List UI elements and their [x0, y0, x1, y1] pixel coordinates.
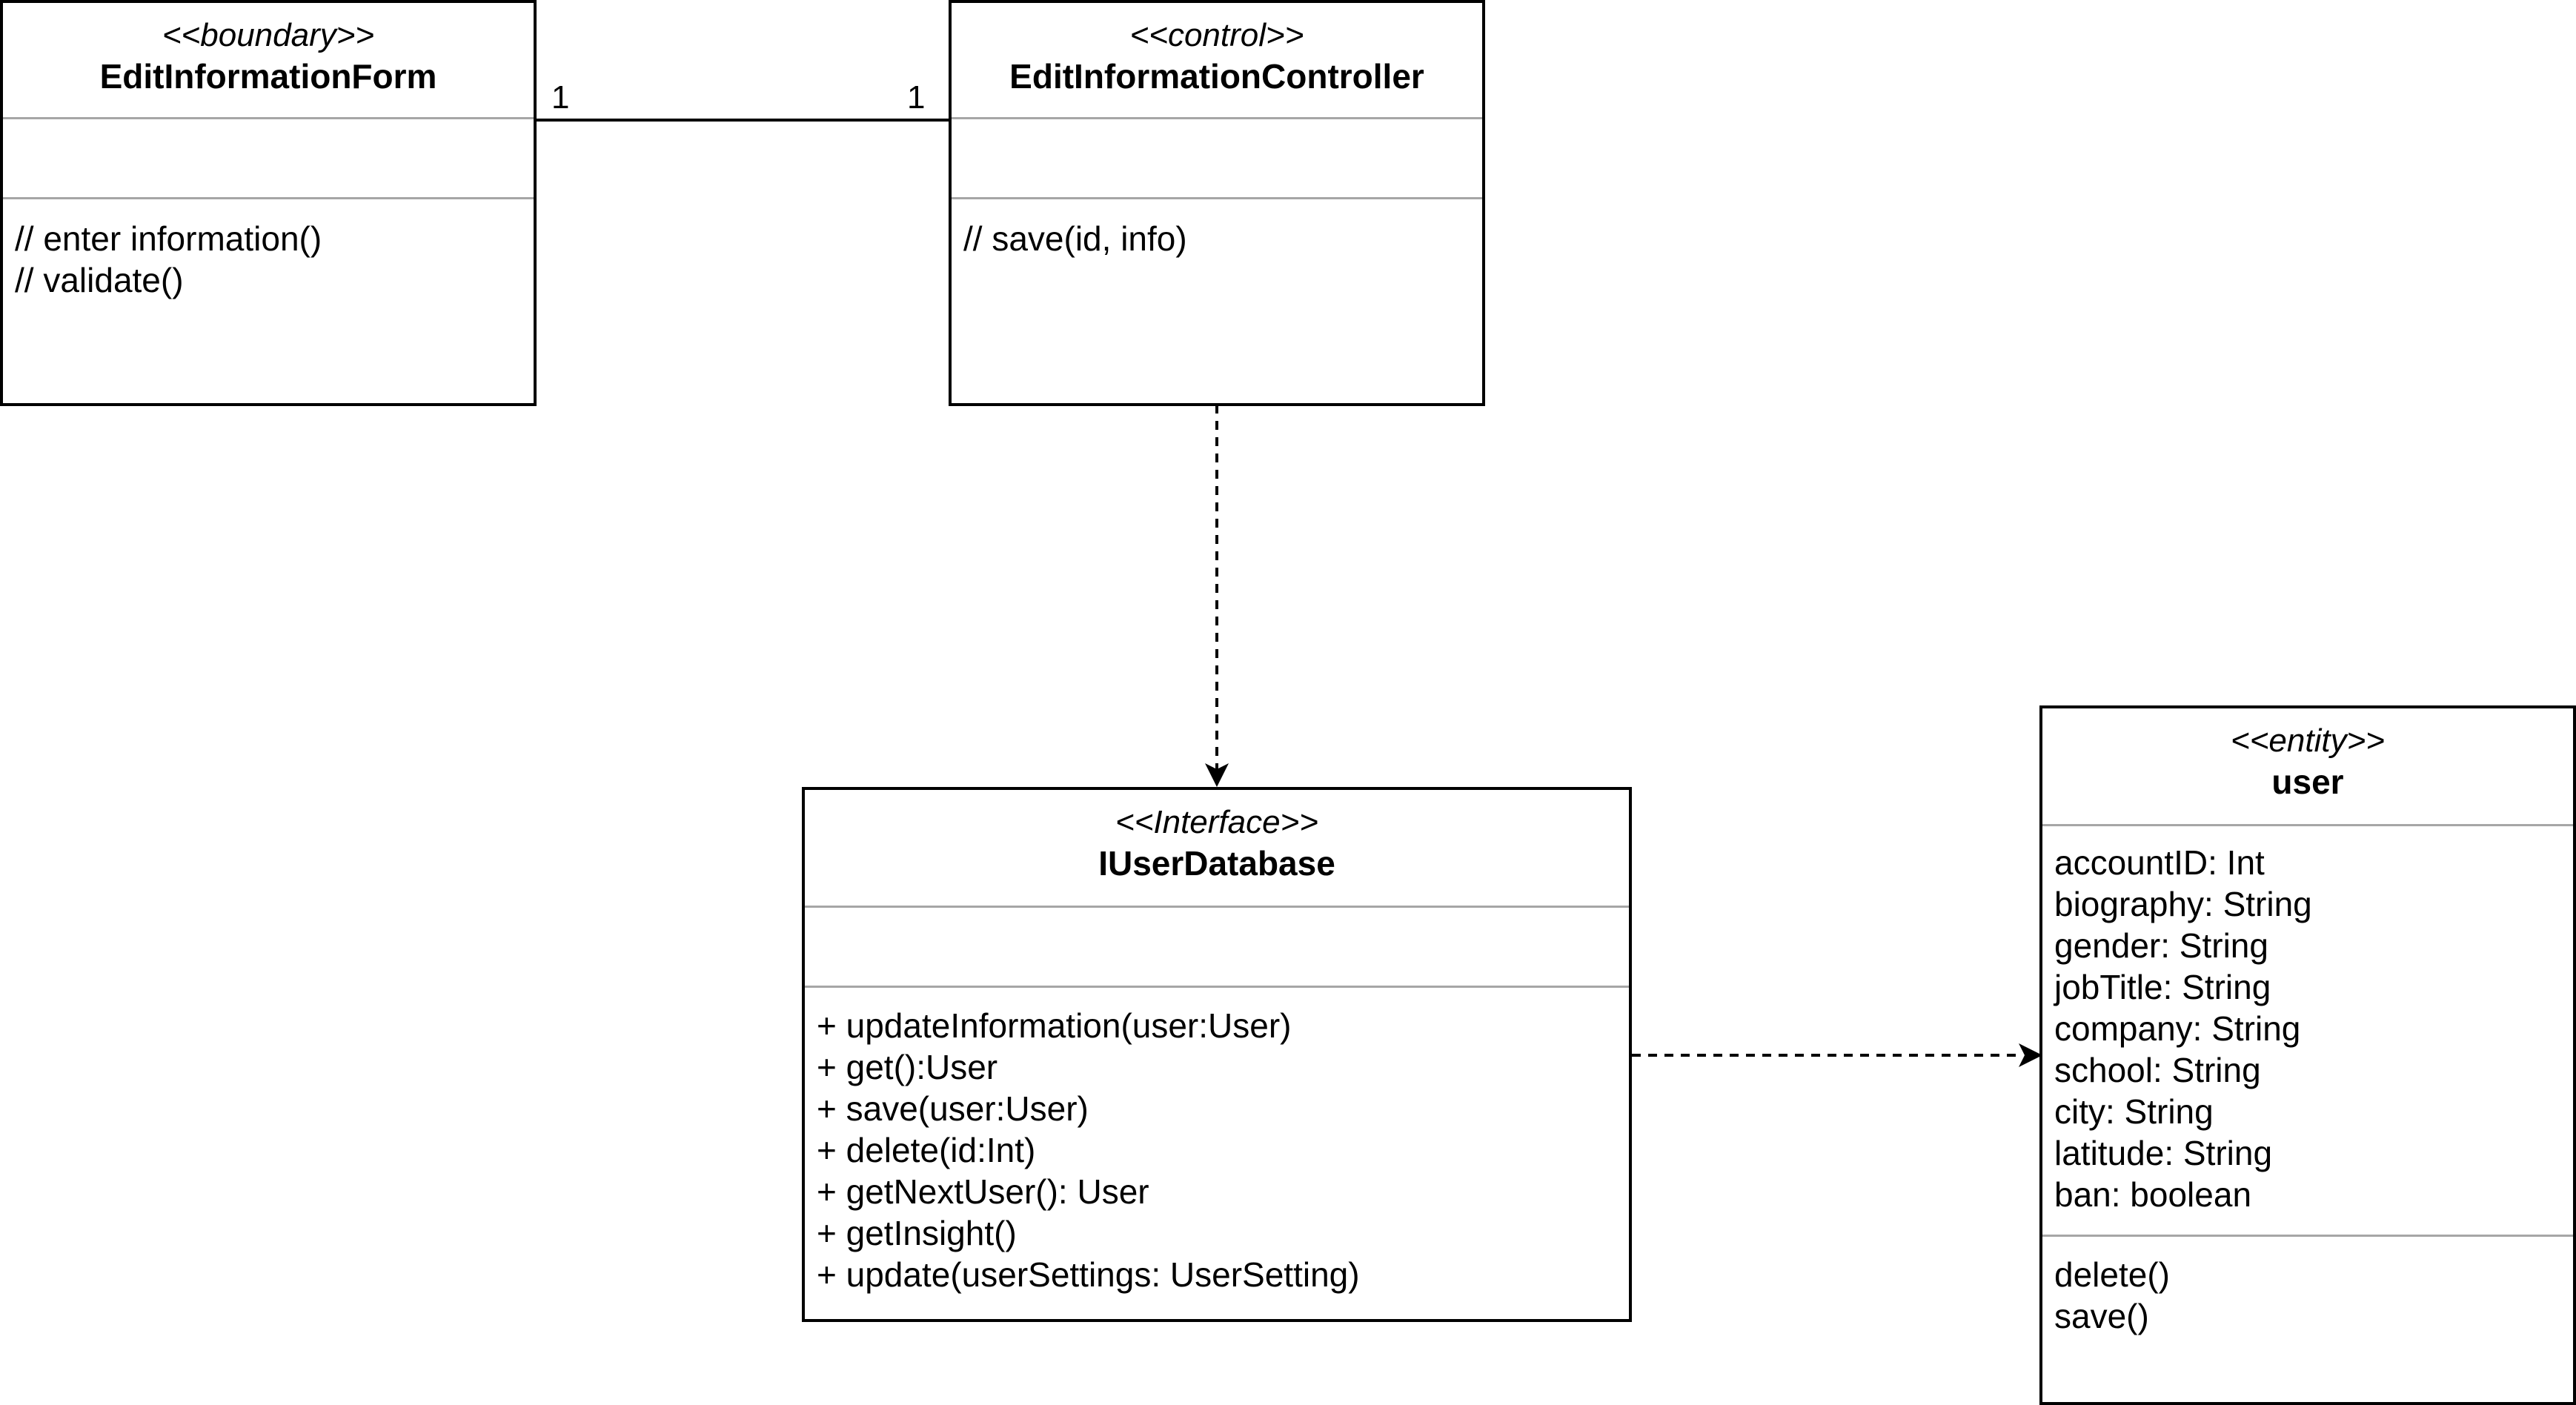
class-name: EditInformationController — [1009, 57, 1424, 96]
class-edit-information-controller[interactable]: <<control>> EditInformationController //… — [949, 0, 1485, 406]
operation-item: + save(user:User) — [817, 1089, 1089, 1128]
operation-item: save() — [2054, 1297, 2149, 1335]
operations-separator — [805, 986, 1629, 988]
attribute-item: school: String — [2054, 1051, 2261, 1089]
class-stereotype: <<Interface>> — [1115, 804, 1318, 840]
operation-item: // validate() — [15, 261, 184, 299]
operations-section: delete() save() — [2042, 1254, 2573, 1337]
attribute-item: city: String — [2054, 1092, 2214, 1131]
attribute-item: accountID: Int — [2054, 843, 2265, 882]
operations-section: // enter information() // validate() — [3, 218, 534, 301]
attributes-separator — [3, 117, 534, 119]
operation-item: + get():User — [817, 1048, 998, 1086]
class-stereotype: <<entity>> — [2231, 723, 2385, 759]
operations-separator — [3, 197, 534, 199]
attribute-item: gender: String — [2054, 926, 2268, 965]
class-name: EditInformationForm — [99, 57, 437, 96]
operation-item: + update(userSettings: UserSetting) — [817, 1255, 1360, 1294]
attribute-item: ban: boolean — [2054, 1175, 2252, 1214]
attribute-item: jobTitle: String — [2054, 968, 2271, 1006]
attributes-separator — [805, 906, 1629, 908]
class-stereotype: <<control>> — [1129, 17, 1304, 53]
operations-section: // save(id, info) — [952, 218, 1482, 259]
attribute-item: latitude: String — [2054, 1134, 2273, 1172]
class-edit-information-form[interactable]: <<boundary>> EditInformationForm // ente… — [0, 0, 537, 406]
class-stereotype: <<boundary>> — [162, 17, 375, 53]
class-name: user — [2271, 763, 2344, 801]
class-iuser-database[interactable]: <<Interface>> IUserDatabase + updateInfo… — [802, 787, 1632, 1322]
dependency-arrowhead-user — [2019, 1043, 2042, 1067]
operation-item: + getNextUser(): User — [817, 1172, 1149, 1211]
attributes-separator — [952, 117, 1482, 119]
attribute-item: biography: String — [2054, 885, 2312, 923]
attributes-section: accountID: Int biography: String gender:… — [2042, 842, 2573, 1215]
class-header: <<Interface>> IUserDatabase — [805, 790, 1629, 885]
class-header: <<boundary>> EditInformationForm — [3, 3, 534, 98]
dependency-arrowhead-database — [1205, 763, 1229, 787]
operation-item: // save(id, info) — [963, 219, 1187, 258]
class-name: IUserDatabase — [1098, 844, 1335, 883]
operations-separator — [2042, 1235, 2573, 1237]
class-header: <<control>> EditInformationController — [952, 3, 1482, 98]
attribute-item: company: String — [2054, 1009, 2301, 1048]
operation-item: + updateInformation(user:User) — [817, 1006, 1292, 1045]
multiplicity-form-end: 1 — [551, 79, 570, 116]
operations-section: + updateInformation(user:User) + get():U… — [805, 1005, 1629, 1295]
multiplicity-controller-end: 1 — [907, 79, 926, 116]
operation-item: // enter information() — [15, 219, 322, 258]
operation-item: delete() — [2054, 1255, 2170, 1294]
class-user-entity[interactable]: <<entity>> user accountID: Int biography… — [2039, 705, 2576, 1405]
operation-item: + getInsight() — [817, 1214, 1017, 1252]
operation-item: + delete(id:Int) — [817, 1131, 1036, 1169]
attributes-separator — [2042, 824, 2573, 826]
operations-separator — [952, 197, 1482, 199]
class-header: <<entity>> user — [2042, 708, 2573, 803]
